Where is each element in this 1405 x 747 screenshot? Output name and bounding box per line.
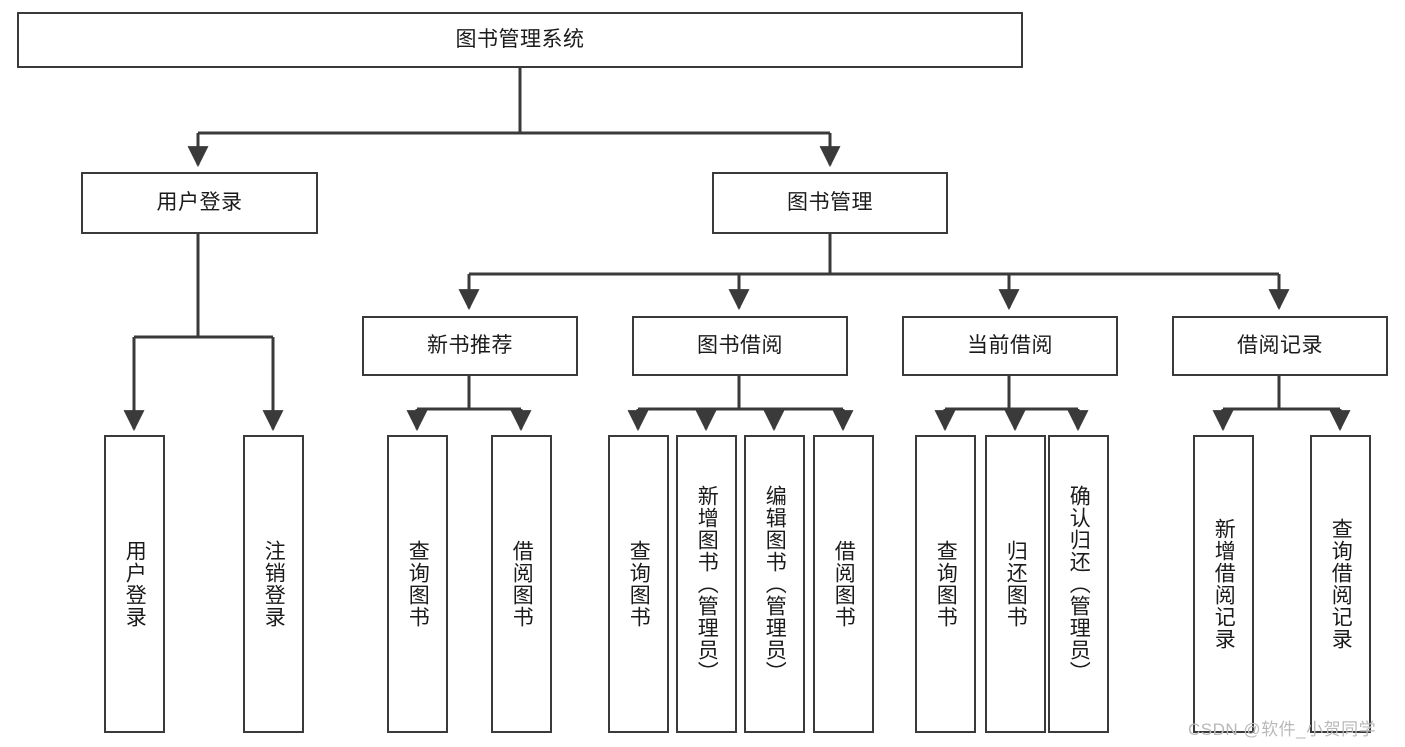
node-book-management[interactable]: 图书管理 (712, 172, 948, 234)
leaf-query-borrow-record-label: 查询借阅记录 (1329, 518, 1353, 650)
leaf-add-book-admin-label: 新增图书（管理员） (695, 485, 719, 683)
leaf-query-book-newbook[interactable]: 查询图书 (387, 435, 448, 733)
leaf-borrow-book-newbook[interactable]: 借阅图书 (491, 435, 552, 733)
node-user-login[interactable]: 用户登录 (81, 172, 318, 234)
leaf-user-login[interactable]: 用户登录 (104, 435, 165, 733)
node-borrow-records[interactable]: 借阅记录 (1172, 316, 1388, 376)
node-current-borrow-label: 当前借阅 (967, 334, 1053, 358)
node-book-management-label: 图书管理 (787, 191, 873, 215)
leaf-query-borrow-record[interactable]: 查询借阅记录 (1310, 435, 1371, 733)
leaf-logout-label: 注销登录 (262, 540, 286, 628)
node-book-borrow[interactable]: 图书借阅 (632, 316, 848, 376)
node-root-label: 图书管理系统 (455, 28, 585, 52)
leaf-return-book-label: 归还图书 (1004, 540, 1028, 628)
node-current-borrow[interactable]: 当前借阅 (902, 316, 1118, 376)
leaf-add-borrow-record-label: 新增借阅记录 (1212, 518, 1236, 650)
leaf-query-book-current-label: 查询图书 (934, 540, 958, 628)
watermark-text: CSDN @软件_小贺同学 (1188, 720, 1377, 739)
leaf-edit-book-admin-label: 编辑图书（管理员） (763, 485, 787, 683)
leaf-borrow-book-borrow[interactable]: 借阅图书 (813, 435, 874, 733)
leaf-add-borrow-record[interactable]: 新增借阅记录 (1193, 435, 1254, 733)
leaf-borrow-book-newbook-label: 借阅图书 (510, 540, 534, 628)
leaf-query-book-current[interactable]: 查询图书 (915, 435, 976, 733)
leaf-confirm-return-admin-label: 确认归还（管理员） (1067, 485, 1091, 683)
node-root[interactable]: 图书管理系统 (17, 12, 1023, 68)
leaf-borrow-book-borrow-label: 借阅图书 (832, 540, 856, 628)
node-new-book-recommend[interactable]: 新书推荐 (362, 316, 578, 376)
leaf-query-book-borrow-label: 查询图书 (627, 540, 651, 628)
node-user-login-label: 用户登录 (156, 191, 243, 215)
leaf-add-book-admin[interactable]: 新增图书（管理员） (676, 435, 737, 733)
leaf-confirm-return-admin[interactable]: 确认归还（管理员） (1048, 435, 1109, 733)
node-book-borrow-label: 图书借阅 (697, 334, 783, 358)
leaf-return-book[interactable]: 归还图书 (985, 435, 1046, 733)
node-new-book-recommend-label: 新书推荐 (427, 334, 513, 358)
node-borrow-records-label: 借阅记录 (1237, 334, 1323, 358)
leaf-user-login-label: 用户登录 (123, 540, 147, 628)
leaf-edit-book-admin[interactable]: 编辑图书（管理员） (744, 435, 805, 733)
leaf-query-book-borrow[interactable]: 查询图书 (608, 435, 669, 733)
leaf-logout[interactable]: 注销登录 (243, 435, 304, 733)
leaf-query-book-newbook-label: 查询图书 (406, 540, 430, 628)
